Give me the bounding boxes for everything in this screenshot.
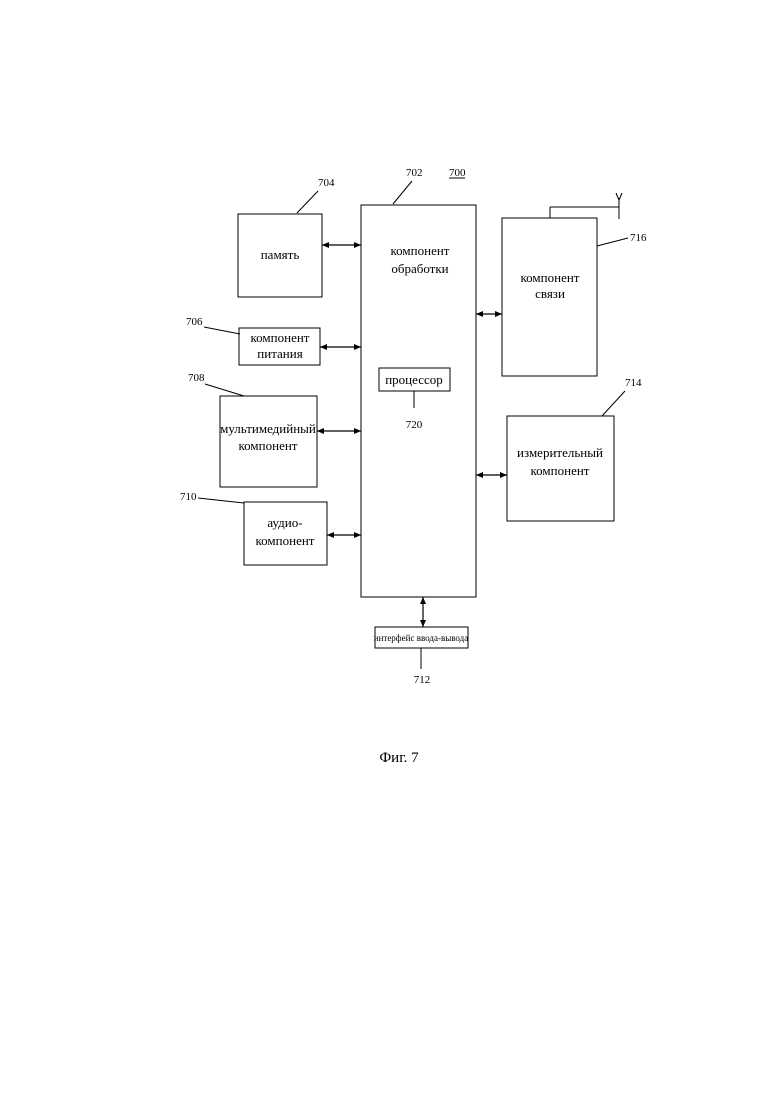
memory-leader-line — [297, 191, 318, 213]
memory-ref-label: 704 — [318, 177, 335, 189]
processing-label-line2: обработки — [391, 261, 448, 276]
communication-ref-label: 716 — [630, 232, 647, 244]
communication-label-line2: связи — [535, 286, 565, 301]
processing-component: компонент обработки — [361, 205, 476, 597]
multimedia-label-line2: компонент — [239, 438, 298, 453]
communication-leader-line — [597, 238, 628, 246]
memory-label: память — [261, 247, 300, 262]
device-ref-label: 700 — [449, 167, 466, 179]
power-ref-label: 706 — [186, 316, 203, 328]
audio-label-line1: аудио- — [267, 515, 302, 530]
processing-leader-line — [393, 181, 412, 204]
audio-label-line2: компонент — [256, 533, 315, 548]
multimedia-ref-label: 708 — [188, 372, 205, 384]
power-label-line1: компонент — [251, 330, 310, 345]
multimedia-label-line1: мультимедийный — [220, 421, 316, 436]
sensor-component: измерительный компонент — [507, 416, 614, 521]
communication-label-line1: компонент — [521, 270, 580, 285]
antenna-icon — [550, 193, 622, 219]
audio-component: аудио- компонент — [244, 502, 327, 565]
power-label-line2: питания — [257, 346, 302, 361]
multimedia-leader-line — [205, 384, 244, 396]
figure-caption: Фиг. 7 — [379, 750, 419, 766]
sensor-label-line1: измерительный — [517, 445, 603, 460]
io-ref-label: 712 — [414, 674, 431, 686]
io-label: интерфейс ввода-вывода — [374, 633, 469, 643]
io-interface: интерфейс ввода-вывода — [374, 627, 469, 648]
memory-component: память — [238, 214, 322, 297]
sensor-ref-label: 714 — [625, 377, 642, 389]
multimedia-component: мультимедийный компонент — [220, 396, 317, 487]
processing-label-line1: компонент — [391, 243, 450, 258]
power-component: компонент питания — [239, 328, 320, 365]
processor-ref-label: 720 — [406, 419, 423, 431]
communication-component: компонент связи — [502, 218, 597, 376]
sensor-leader-line — [602, 391, 625, 416]
processing-ref-label: 702 — [406, 167, 423, 179]
power-leader-line — [204, 327, 240, 334]
audio-ref-label: 710 — [180, 491, 197, 503]
processor-label: процессор — [385, 372, 443, 387]
audio-leader-line — [198, 498, 244, 503]
processor: процессор — [379, 368, 450, 391]
sensor-label-line2: компонент — [531, 463, 590, 478]
